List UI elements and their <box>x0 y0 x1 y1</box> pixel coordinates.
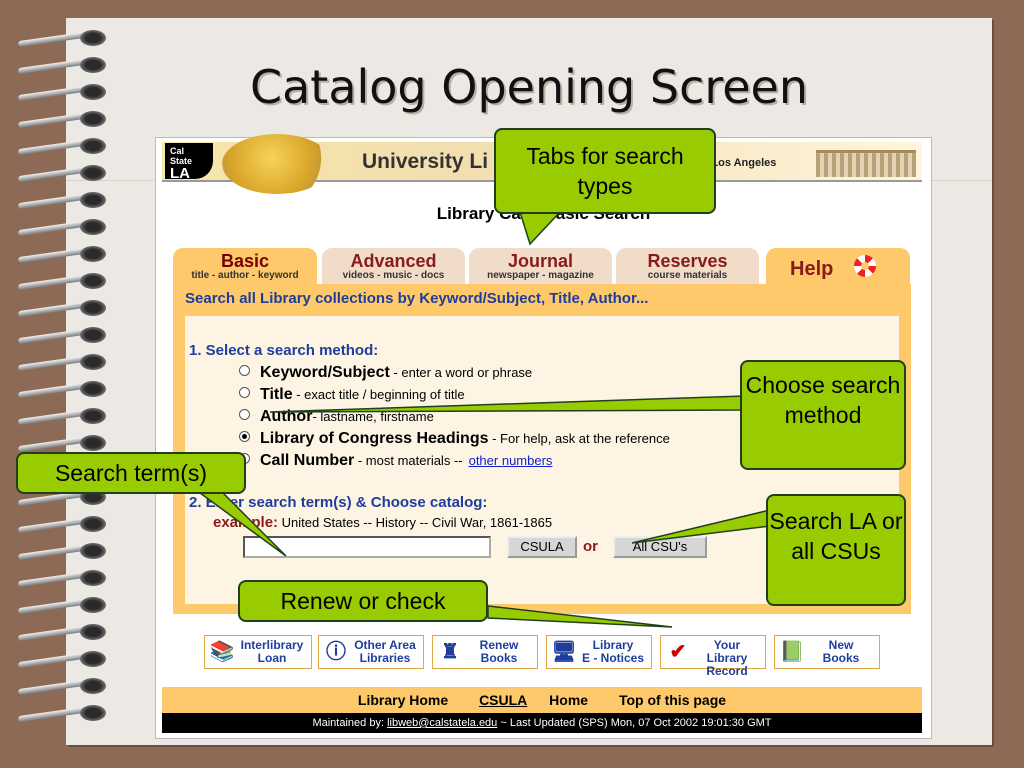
stamp-icon: ♜ <box>441 641 459 663</box>
spiral-ring <box>17 271 110 293</box>
method-author[interactable]: Author- lastname, firstname <box>239 408 434 426</box>
spiral-ring <box>17 649 110 671</box>
spiral-ring <box>17 298 110 320</box>
university-seal <box>222 134 332 194</box>
slide-title: Catalog Opening Screen <box>249 60 809 114</box>
tab-journal[interactable]: Journal newspaper - magazine <box>469 248 612 284</box>
spiral-ring <box>17 622 110 644</box>
panel-heading: Search all Library collections by Keywor… <box>185 290 649 307</box>
radio-title[interactable] <box>239 387 250 398</box>
banner-title: University Li <box>362 150 489 173</box>
radio-author[interactable] <box>239 409 250 420</box>
csula-home-link[interactable]: CSULA Home <box>479 692 589 708</box>
info-icon: ⓘ <box>326 641 346 663</box>
spiral-ring <box>17 217 110 239</box>
spiral-ring <box>17 379 110 401</box>
spiral-binding <box>17 28 118 748</box>
step1-label: 1. Select a search method: <box>189 342 379 359</box>
spiral-ring <box>17 514 110 536</box>
library-building-image <box>816 150 916 177</box>
spiral-ring <box>17 163 110 185</box>
spiral-ring <box>17 109 110 131</box>
spiral-ring <box>17 55 110 77</box>
tab-help[interactable]: Help <box>766 248 910 284</box>
spiral-ring <box>17 28 110 50</box>
method-title[interactable]: Title - exact title / beginning of title <box>239 386 465 404</box>
banner-subtitle: y, Los Angeles <box>700 157 777 169</box>
search-term-input[interactable] <box>243 536 491 558</box>
spiral-ring <box>17 676 110 698</box>
tab-basic[interactable]: Basic title - author - keyword <box>173 248 317 284</box>
all-csu-search-button[interactable]: All CSU's <box>613 536 707 558</box>
spiral-ring <box>17 568 110 590</box>
method-call-number[interactable]: Call Number - most materials --other num… <box>239 452 552 470</box>
callout-tabs-for-search-types: Tabs for search types <box>494 128 716 214</box>
spiral-ring <box>17 352 110 374</box>
callout-search-la-or-all-csus: Search LA or all CSUs <box>766 494 906 606</box>
or-label: or <box>583 538 598 555</box>
csula-search-button[interactable]: CSULA <box>507 536 577 558</box>
spiral-ring <box>17 82 110 104</box>
lifebuoy-icon <box>854 255 876 277</box>
spiral-ring <box>17 406 110 428</box>
checkmark-icon: ✔ <box>669 641 687 663</box>
callout-search-terms: Search term(s) <box>16 452 246 494</box>
method-lc-headings[interactable]: Library of Congress Headings - For help,… <box>239 430 670 448</box>
spiral-ring <box>17 703 110 725</box>
top-of-page-link[interactable]: Top of this page <box>618 692 727 708</box>
example-line: example: United States -- History -- Civ… <box>213 514 553 531</box>
spiral-ring <box>17 595 110 617</box>
tab-reserves[interactable]: Reserves course materials <box>616 248 759 284</box>
radio-lc-headings[interactable] <box>239 431 250 442</box>
spiral-ring <box>17 433 110 455</box>
spiral-ring <box>17 136 110 158</box>
radio-keyword[interactable] <box>239 365 250 376</box>
books-icon: 📚 <box>209 641 235 663</box>
new-books-icon: 📗 <box>779 641 805 663</box>
callout-renew-or-check: Renew or check <box>238 580 488 622</box>
other-numbers-link[interactable]: other numbers <box>468 453 553 468</box>
webmaster-email-link[interactable]: libweb@calstatela.edu <box>387 717 498 729</box>
footer-links: Library Home CSULA Home Top of this page <box>162 687 922 713</box>
spiral-ring <box>17 541 110 563</box>
computer-icon: 🖥 <box>551 641 577 663</box>
tab-advanced[interactable]: Advanced videos - music - docs <box>322 248 465 284</box>
method-keyword[interactable]: Keyword/Subject - enter a word or phrase <box>239 364 532 382</box>
calstatela-logo[interactable]: Cal State LA <box>165 143 213 182</box>
library-home-link[interactable]: Library Home <box>357 692 449 708</box>
spiral-ring <box>17 325 110 347</box>
step2-label: 2. Enter search term(s) & Choose catalog… <box>189 494 488 511</box>
footer-maintenance-bar: Maintained by: libweb@calstatela.edu ~ L… <box>162 713 922 733</box>
spiral-ring <box>17 190 110 212</box>
callout-choose-search-method: Choose search method <box>740 360 906 470</box>
spiral-ring <box>17 244 110 266</box>
